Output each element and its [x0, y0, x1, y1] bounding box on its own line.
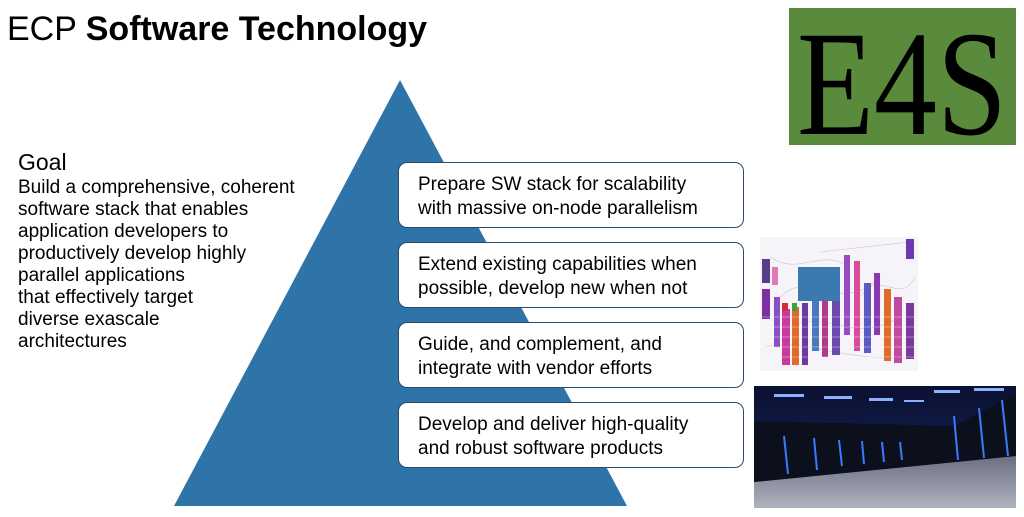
objective-line: Prepare SW stack for scalability	[418, 174, 687, 195]
e4s-logo: E4S	[789, 8, 1016, 145]
goal-line: diverse exascale	[18, 309, 160, 330]
objective-line: Guide, and complement, and	[418, 334, 662, 355]
objective-box-vendor: Guide, and complement, and integrate wit…	[398, 322, 744, 388]
objective-box-extend: Extend existing capabilities when possib…	[398, 242, 744, 308]
title-bold: Software Technology	[85, 10, 428, 48]
goal-description: Build a comprehensive, coherent software…	[18, 177, 338, 353]
goal-line: productively develop highly	[18, 243, 247, 264]
goal-line: Build a comprehensive, coherent	[18, 177, 295, 198]
goal-line: that effectively target	[18, 287, 193, 308]
title-prefix: ECP	[7, 10, 77, 48]
dependency-diagram-image	[760, 237, 918, 371]
objective-box-scalability: Prepare SW stack for scalability with ma…	[398, 162, 744, 228]
goal-line: parallel applications	[18, 265, 185, 286]
objective-line: and robust software products	[418, 438, 664, 459]
goal-line: software stack that enables	[18, 199, 249, 220]
objective-line: integrate with vendor efforts	[418, 358, 653, 379]
objective-line: possible, develop new when not	[418, 278, 688, 299]
goal-heading: Goal	[18, 149, 67, 175]
supercomputer-image	[754, 386, 1016, 508]
goal-line: architectures	[18, 331, 127, 352]
objective-line: Develop and deliver high-quality	[418, 414, 689, 435]
objective-line: Extend existing capabilities when	[418, 254, 697, 275]
objective-line: with massive on-node parallelism	[418, 198, 698, 219]
logo-text: E4S	[797, 8, 1007, 145]
goal-line: application developers to	[18, 221, 229, 242]
objective-box-deliver: Develop and deliver high-quality and rob…	[398, 402, 744, 468]
slide-title: ECP Software Technology	[7, 8, 427, 50]
